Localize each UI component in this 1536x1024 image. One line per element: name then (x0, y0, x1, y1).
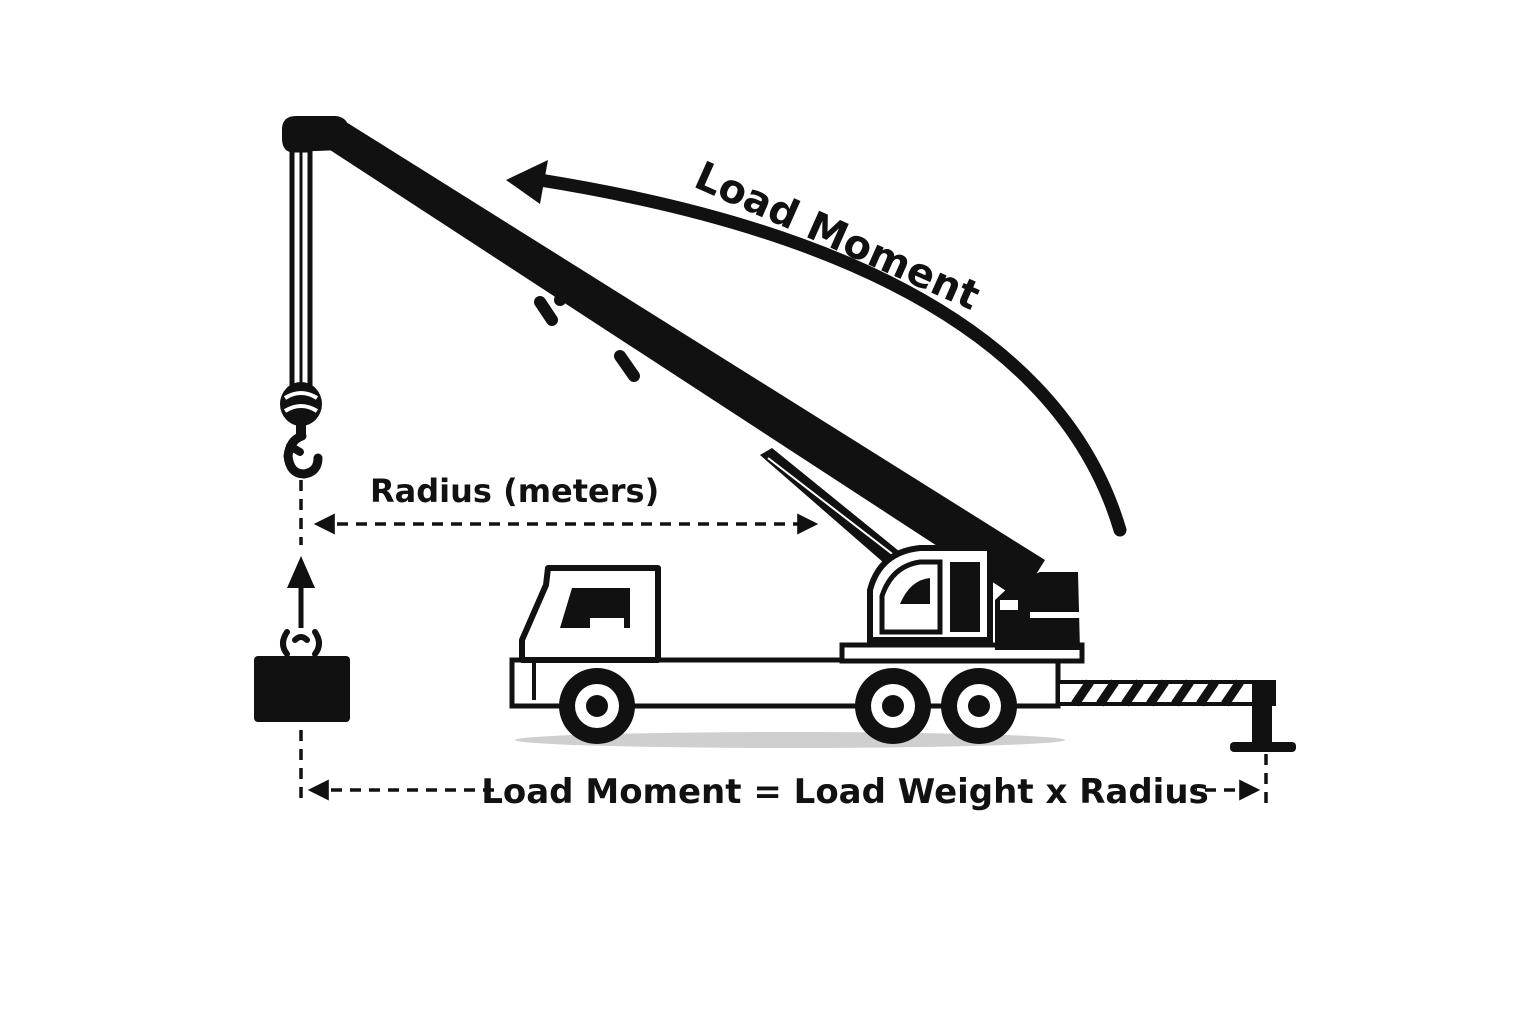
formula-label-bg (494, 766, 1196, 812)
radius-label: Radius (meters) (370, 472, 659, 510)
hoist-assembly (254, 116, 350, 802)
wheel-rear-1 (855, 668, 931, 744)
boom-tip-sheave (282, 116, 349, 152)
ground-shadow (515, 732, 1065, 748)
crane-boom (330, 122, 1045, 600)
wheel-rear-2 (941, 668, 1017, 744)
load-rigging (280, 629, 322, 657)
formula-label: Load Moment = Load Weight x Radius (481, 772, 1209, 812)
outrigger-icon (1056, 679, 1296, 752)
load-icon (254, 656, 350, 722)
crane-icon (509, 545, 1296, 752)
hook-icon (280, 382, 323, 479)
wheel-front (559, 668, 635, 744)
arc-arrowhead (506, 160, 548, 204)
load-moment-arc (506, 160, 1127, 537)
counterweight (995, 572, 1080, 650)
arc-label: Load Moment (688, 153, 986, 320)
